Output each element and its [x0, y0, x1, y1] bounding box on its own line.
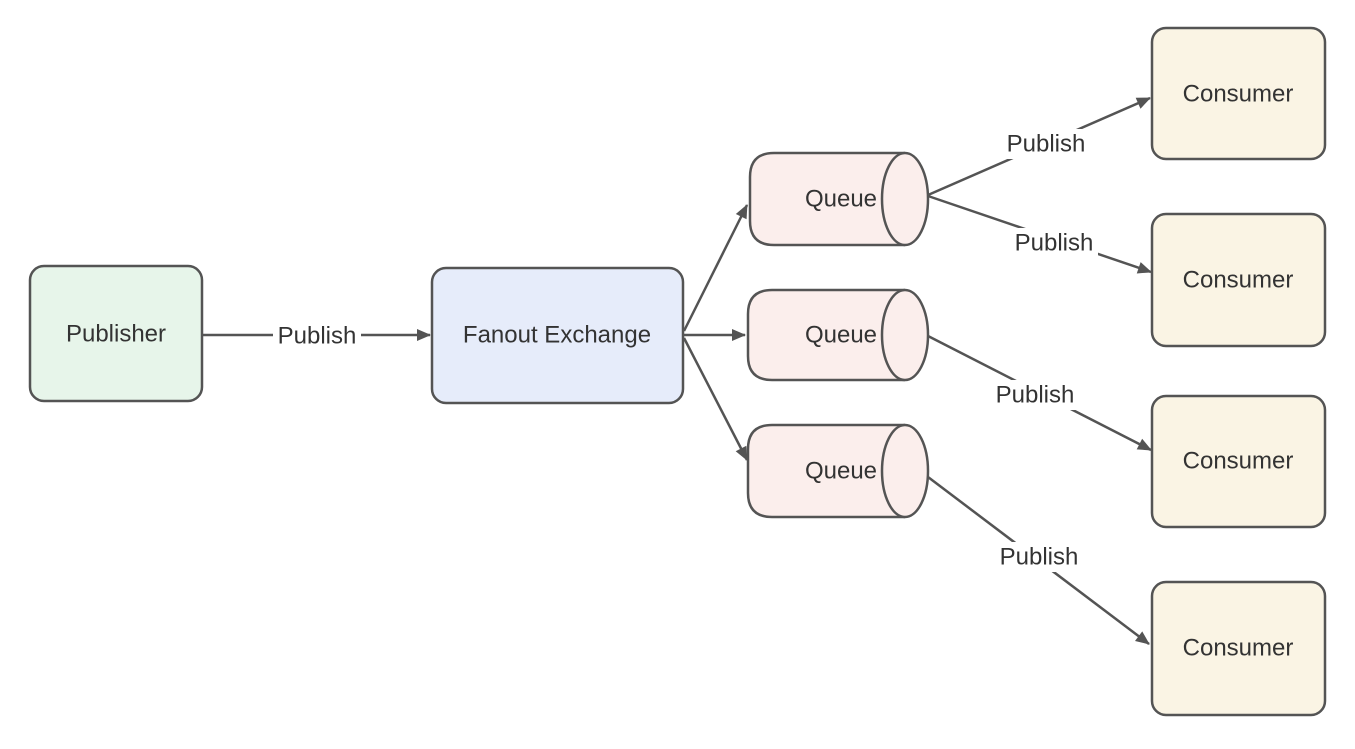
consumer-label: Consumer: [1183, 81, 1294, 108]
consumer-label: Consumer: [1183, 448, 1294, 475]
edge-exchange-to-queue3: [682, 337, 749, 461]
queue-label: Queue: [805, 322, 877, 349]
edge-label-queue1-to-consumer2: Publish: [1010, 228, 1098, 258]
edge-label-text: Publish: [1000, 544, 1079, 571]
queue-label: Queue: [805, 186, 877, 213]
queue-node-3: Queue: [746, 423, 930, 519]
consumer-label: Consumer: [1183, 635, 1294, 662]
edge-label-publisher-to-exchange: Publish: [273, 321, 361, 351]
edge-label-queue1-to-consumer1: Publish: [1002, 129, 1090, 159]
consumer-node-2: Consumer: [1150, 212, 1327, 348]
consumer-node-3: Consumer: [1150, 394, 1327, 529]
edge-exchange-to-queue1: [682, 204, 749, 332]
queue-label: Queue: [805, 458, 877, 485]
publisher-node: Publisher: [28, 264, 204, 403]
edge-label-text: Publish: [996, 382, 1075, 409]
consumer-node-4: Consumer: [1150, 580, 1327, 717]
consumer-label: Consumer: [1183, 267, 1294, 294]
queue-node-1: Queue: [748, 151, 930, 247]
edge-label-text: Publish: [1007, 131, 1086, 158]
queue-node-2: Queue: [746, 288, 930, 382]
fanout-exchange-label: Fanout Exchange: [463, 322, 651, 349]
publisher-label: Publisher: [66, 321, 166, 348]
edge-label-queue3-to-consumer4: Publish: [995, 542, 1083, 572]
consumer-node-1: Consumer: [1150, 26, 1327, 161]
edge-label-text: Publish: [278, 323, 357, 350]
edge-label-text: Publish: [1015, 230, 1094, 257]
edge-label-queue2-to-consumer3: Publish: [991, 380, 1079, 410]
fanout-exchange-node: Fanout Exchange: [430, 266, 685, 405]
